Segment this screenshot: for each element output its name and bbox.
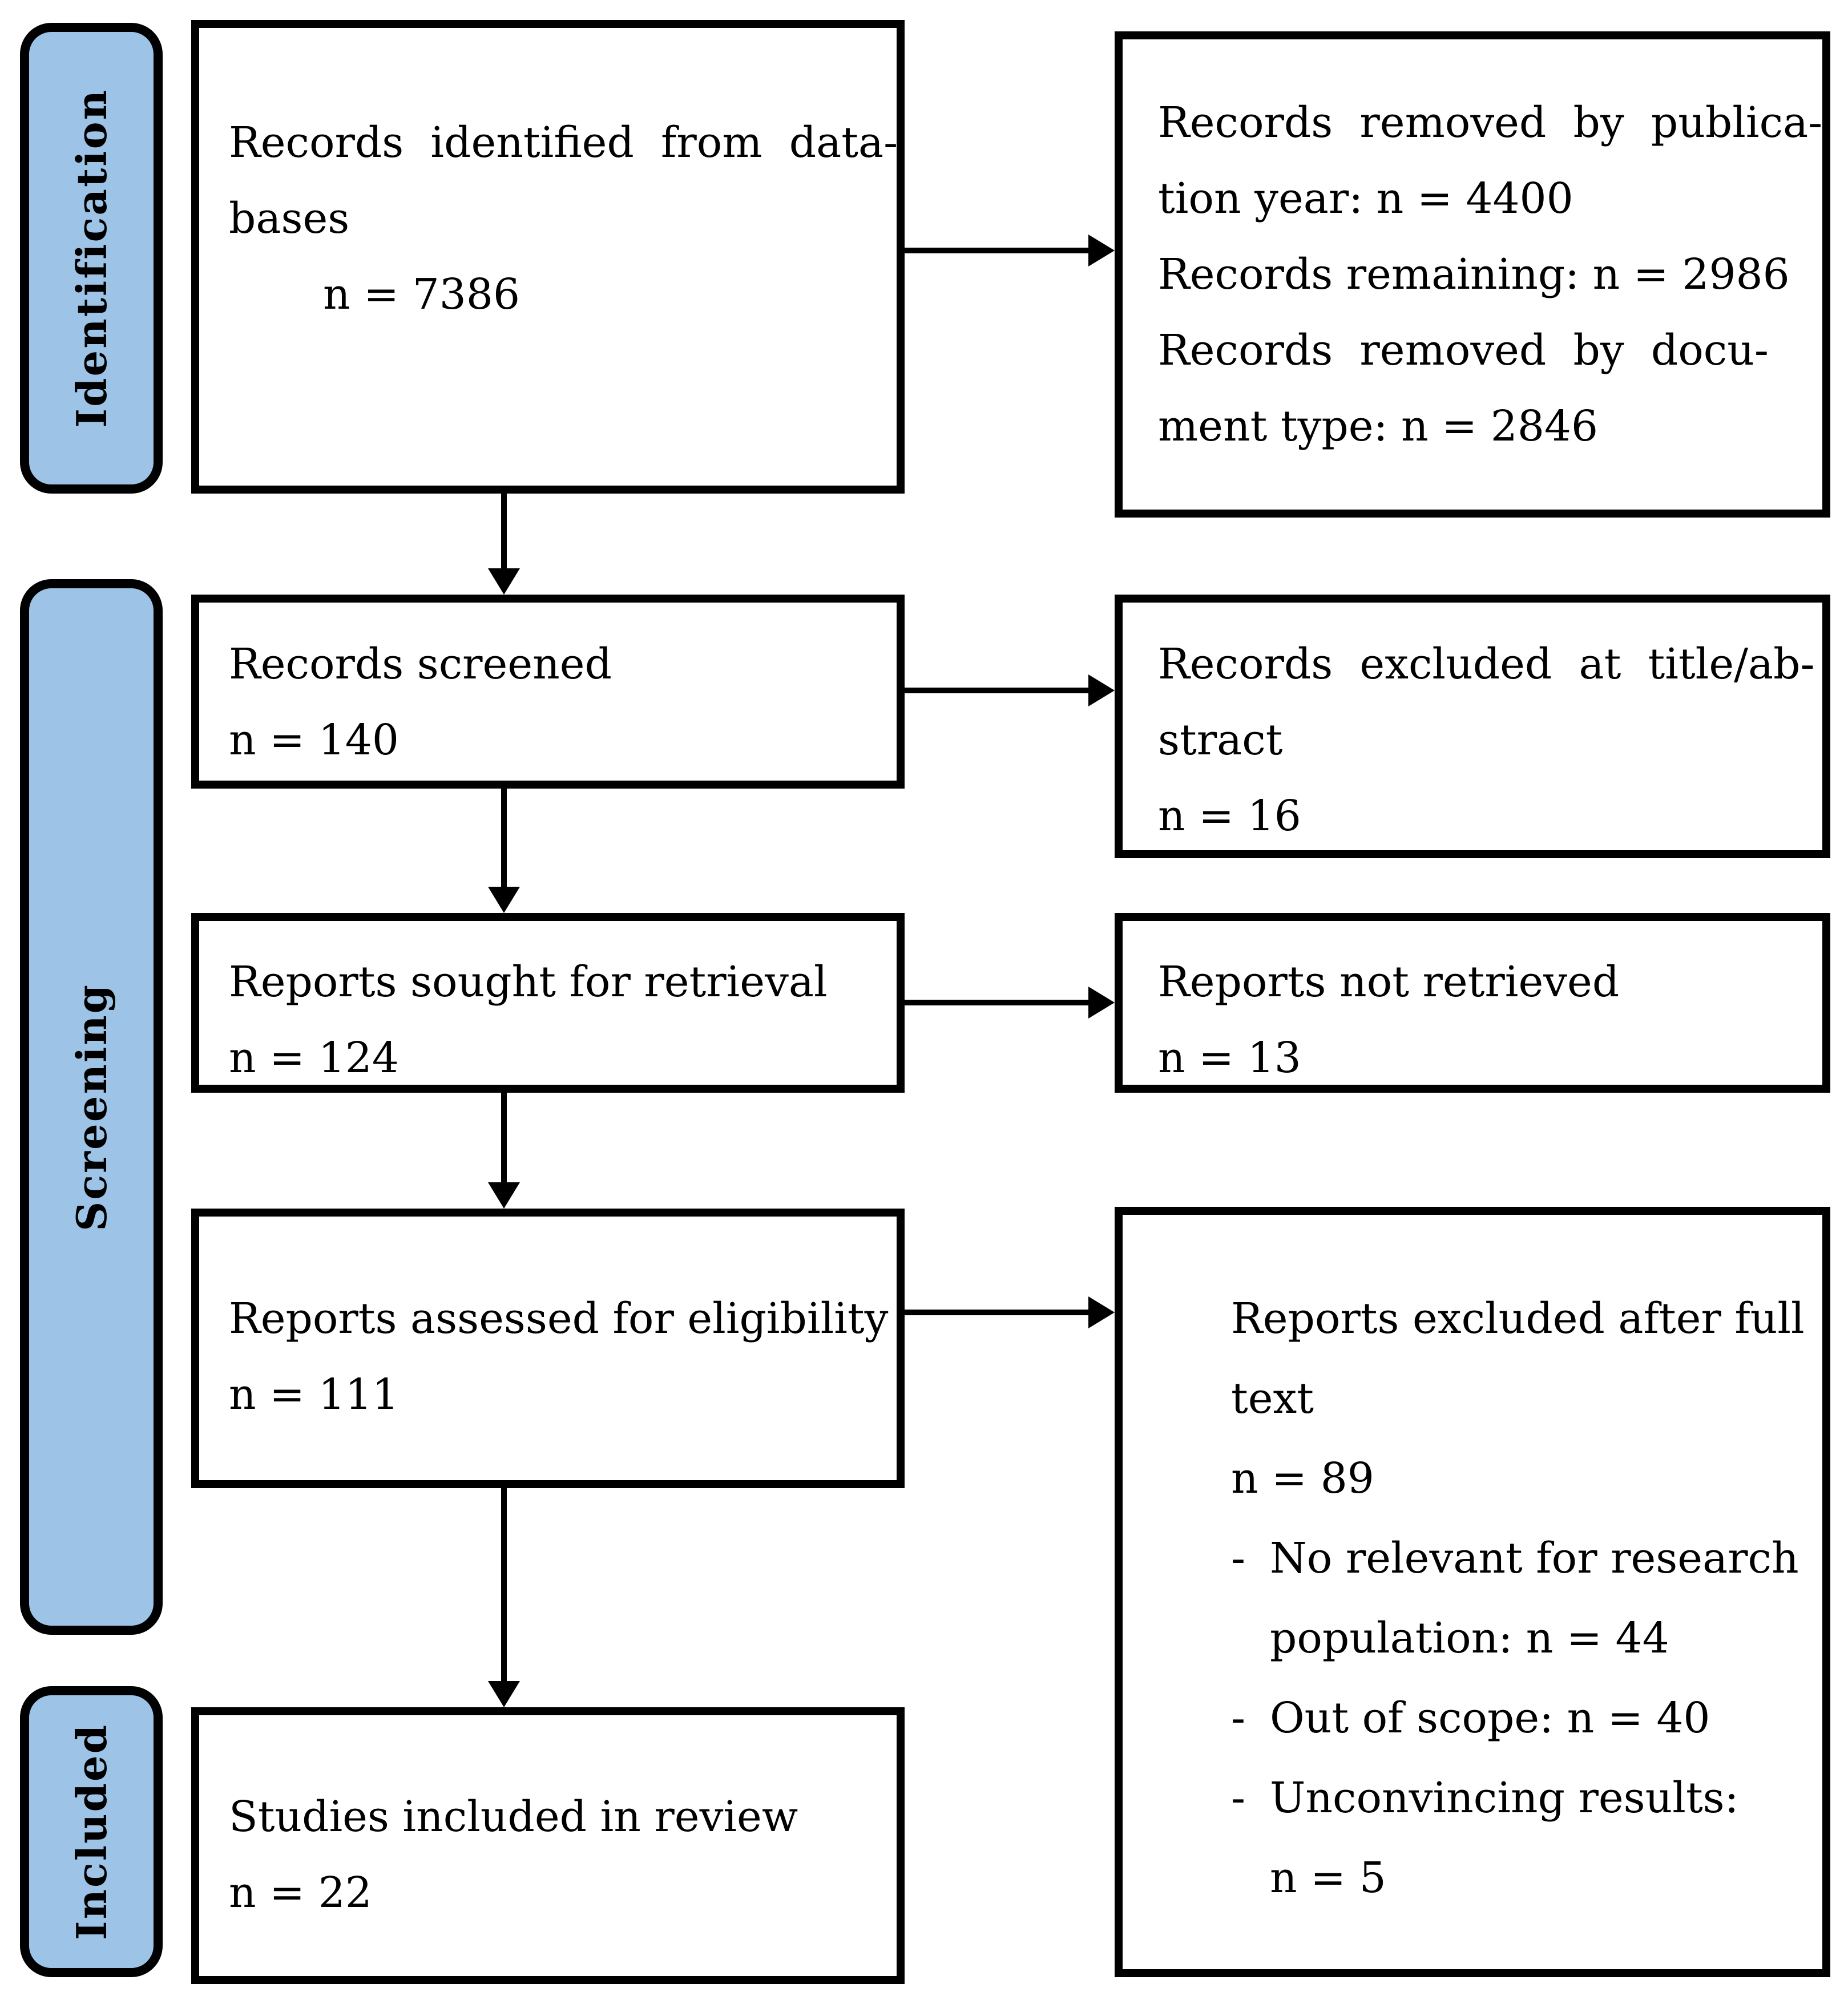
arrow-head-right-icon <box>1088 1296 1115 1328</box>
box-line: stract <box>1158 716 1283 765</box>
reason-text: No relevant for research <box>1270 1534 1799 1583</box>
stage-label-included: Included <box>20 1686 163 1977</box>
box-count: n = 124 <box>229 1033 399 1082</box>
box-line: Reports excluded after full <box>1231 1294 1805 1343</box>
arrow-head-right-icon <box>1088 987 1115 1019</box>
arrow-head-right-icon <box>1088 235 1115 266</box>
arrow-identified-to-screened <box>488 494 520 595</box>
exclusion-reason: - Out of scope: n = 40 <box>1231 1678 1805 1758</box>
box-reports-sought: Reports sought for retrieval n = 124 <box>191 913 905 1093</box>
box-line: Studies included in review <box>229 1792 798 1841</box>
arrow-identified-to-removed <box>903 235 1115 266</box>
box-line: text <box>1231 1374 1314 1423</box>
box-line: ment type: n = 2846 <box>1158 402 1599 451</box>
exclusion-reason: - Unconvincing results: <box>1231 1758 1805 1838</box>
arrow-shaft <box>501 789 507 887</box>
arrow-sought-to-not-retrieved <box>903 987 1115 1019</box>
box-records-screened: Records screened n = 140 <box>191 595 905 789</box>
box-records-excluded-title-abstract: Records excluded at title/ab- stract n =… <box>1115 595 1830 858</box>
box-line: Records removed by docu- <box>1158 326 1769 375</box>
stage-label-identification-text: Identification <box>67 88 116 428</box>
stage-label-screening: Screening <box>20 579 163 1635</box>
arrow-head-down-icon <box>488 568 520 595</box>
box-studies-included: Studies included in review n = 22 <box>191 1707 905 1984</box>
stage-label-included-text: Included <box>67 1723 116 1941</box>
arrow-sought-to-assessed <box>488 1093 520 1209</box>
arrow-shaft <box>903 248 1088 253</box>
box-line: bases <box>229 194 350 243</box>
box-line: Records excluded at title/ab- <box>1158 640 1815 689</box>
box-count: n = 22 <box>229 1868 372 1917</box>
reason-text: Unconvincing results: <box>1270 1773 1739 1823</box>
bullet-dash: - <box>1231 1773 1246 1823</box>
box-line: Reports not retrieved <box>1158 957 1620 1007</box>
arrow-head-down-icon <box>488 1182 520 1209</box>
arrow-shaft <box>903 1000 1088 1005</box>
box-count: n = 7386 <box>323 270 520 319</box>
box-records-removed-prescreen: Records removed by publica- tion year: n… <box>1115 31 1830 518</box>
reason-text: Out of scope: n = 40 <box>1270 1694 1710 1743</box>
bullet-dash: - <box>1231 1534 1246 1583</box>
arrow-shaft <box>903 1310 1088 1315</box>
arrow-head-down-icon <box>488 1681 520 1707</box>
box-records-identified: Records identified from data- bases n = … <box>191 20 905 494</box>
arrow-shaft <box>501 1093 507 1182</box>
box-line: Records identified from data- <box>229 118 898 167</box>
box-reports-not-retrieved: Reports not retrieved n = 13 <box>1115 913 1830 1093</box>
box-line: Records remaining: n = 2986 <box>1158 250 1790 299</box>
box-line: Reports sought for retrieval <box>229 957 828 1007</box>
box-line: Reports assessed for eligibility <box>229 1294 889 1343</box>
arrow-shaft <box>501 1488 507 1681</box>
stage-label-screening-text: Screening <box>67 983 116 1231</box>
box-count: n = 89 <box>1231 1454 1374 1503</box>
box-reports-assessed: Reports assessed for eligibility n = 111 <box>191 1209 905 1488</box>
box-line: Records screened <box>229 640 612 689</box>
reason-continuation: population: n = 44 <box>1270 1614 1669 1663</box>
arrow-shaft <box>903 688 1088 693</box>
reason-continuation: n = 5 <box>1270 1853 1386 1902</box>
arrow-shaft <box>501 494 507 568</box>
box-line: Records removed by publica- <box>1158 98 1823 147</box>
box-count: n = 140 <box>229 716 399 765</box>
arrow-head-down-icon <box>488 887 520 913</box>
box-count: n = 111 <box>229 1370 399 1419</box>
exclusion-reason: - No relevant for research <box>1231 1518 1805 1598</box>
box-line: tion year: n = 4400 <box>1158 174 1573 223</box>
arrow-assessed-to-included <box>488 1488 520 1707</box>
arrow-head-right-icon <box>1088 674 1115 706</box>
arrow-screened-to-sought <box>488 789 520 913</box>
arrow-screened-to-excluded <box>903 674 1115 706</box>
bullet-dash: - <box>1231 1694 1246 1743</box>
stage-label-identification: Identification <box>20 23 163 494</box>
box-count: n = 16 <box>1158 791 1301 841</box>
arrow-assessed-to-excluded-full-text <box>903 1296 1115 1328</box>
box-count: n = 13 <box>1158 1033 1301 1082</box>
box-reports-excluded-full-text: Reports excluded after full text n = 89 … <box>1115 1207 1830 1977</box>
